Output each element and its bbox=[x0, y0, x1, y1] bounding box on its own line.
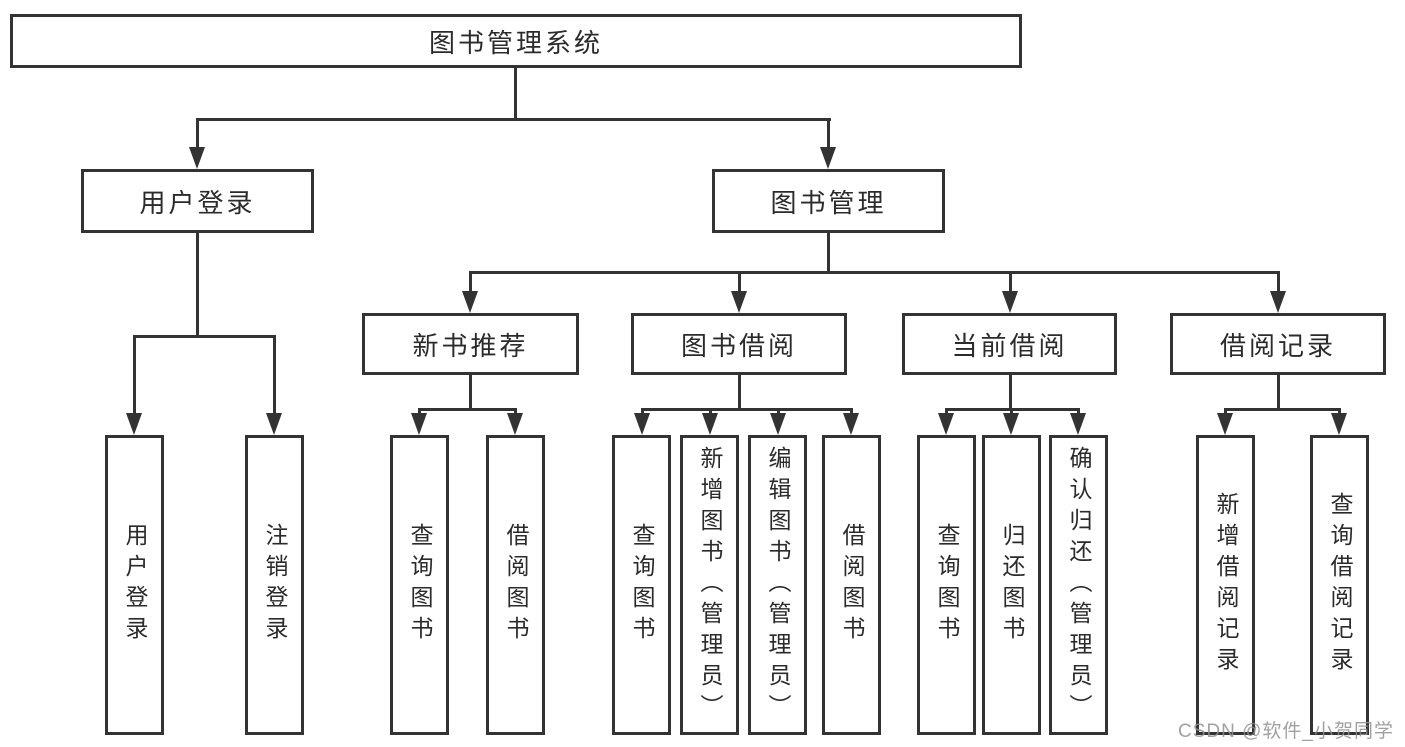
node-root-label: 图书管理系统 bbox=[428, 27, 603, 58]
arrow-down-icon bbox=[770, 413, 786, 435]
leaf-add-borrow-record-label: 新增借阅记录 bbox=[1213, 492, 1239, 678]
connector-vline bbox=[469, 271, 472, 295]
leaf-edit-book-admin-label: 编辑图书（管理员） bbox=[765, 445, 791, 725]
connector-vline bbox=[1224, 408, 1227, 416]
connector-vline bbox=[709, 408, 712, 416]
leaf-add-borrow-record: 新增借阅记录 bbox=[1196, 435, 1255, 735]
leaf-query-books-recommend: 查询图书 bbox=[390, 435, 449, 735]
leaf-query-books-current: 查询图书 bbox=[917, 435, 976, 735]
node-new-book-recommend-label: 新书推荐 bbox=[412, 330, 529, 361]
leaf-borrow-books-recommend: 借阅图书 bbox=[486, 435, 545, 735]
arrow-down-icon bbox=[507, 413, 523, 435]
leaf-logout-label: 注销登录 bbox=[262, 523, 288, 647]
leaf-borrow-books-recommend-label: 借阅图书 bbox=[503, 523, 529, 647]
arrow-down-icon bbox=[938, 413, 954, 435]
node-book-borrowing-label: 图书借阅 bbox=[680, 330, 797, 361]
leaf-add-book-admin: 新增图书（管理员） bbox=[680, 435, 739, 735]
connector-hline bbox=[418, 408, 517, 411]
node-book-management-label: 图书管理 bbox=[770, 187, 887, 218]
leaf-user-login: 用户登录 bbox=[105, 435, 164, 735]
arrow-down-icon bbox=[731, 291, 747, 313]
connector-vline bbox=[196, 118, 199, 150]
arrow-down-icon bbox=[1331, 413, 1347, 435]
connector-vline bbox=[738, 271, 741, 295]
connector-vline bbox=[133, 335, 136, 415]
connector-vline bbox=[1009, 271, 1012, 295]
node-root: 图书管理系统 bbox=[10, 14, 1022, 68]
connector-vline bbox=[1277, 373, 1280, 411]
node-book-borrowing: 图书借阅 bbox=[631, 313, 847, 375]
node-book-management: 图书管理 bbox=[712, 169, 945, 233]
connector-hline bbox=[641, 408, 852, 411]
connector-vline bbox=[469, 373, 472, 411]
leaf-confirm-return-admin-label: 确认归还（管理员） bbox=[1066, 445, 1092, 725]
leaf-logout: 注销登录 bbox=[245, 435, 304, 735]
connector-vline bbox=[196, 231, 199, 338]
connector-vline bbox=[827, 118, 830, 150]
connector-vline bbox=[1338, 408, 1341, 416]
leaf-confirm-return-admin: 确认归还（管理员） bbox=[1049, 435, 1108, 735]
node-user-login-label: 用户登录 bbox=[139, 187, 256, 218]
connector-vline bbox=[514, 408, 517, 416]
csdn-watermark: CSDN @软件_小贺同学 bbox=[1178, 721, 1394, 742]
arrow-down-icon bbox=[1270, 291, 1286, 313]
leaf-query-books-borrowing: 查询图书 bbox=[612, 435, 671, 735]
connector-vline bbox=[945, 408, 948, 416]
arrow-down-icon bbox=[843, 413, 859, 435]
arrow-down-icon bbox=[1070, 413, 1086, 435]
node-current-borrowing-label: 当前借阅 bbox=[951, 330, 1068, 361]
leaf-borrow-books-borrowing: 借阅图书 bbox=[822, 435, 881, 735]
connector-vline bbox=[514, 66, 517, 121]
arrow-down-icon bbox=[634, 413, 650, 435]
arrow-down-icon bbox=[1002, 291, 1018, 313]
arrow-down-icon bbox=[1217, 413, 1233, 435]
node-user-login: 用户登录 bbox=[81, 169, 314, 233]
connector-vline bbox=[273, 335, 276, 415]
connector-vline bbox=[1077, 408, 1080, 416]
leaf-query-books-recommend-label: 查询图书 bbox=[407, 523, 433, 647]
connector-vline bbox=[418, 408, 421, 416]
connector-vline bbox=[1009, 373, 1012, 411]
connector-vline bbox=[738, 373, 741, 411]
connector-hline bbox=[196, 118, 831, 121]
connector-vline bbox=[850, 408, 853, 416]
connector-vline bbox=[641, 408, 644, 416]
leaf-query-books-borrowing-label: 查询图书 bbox=[629, 523, 655, 647]
arrow-down-icon bbox=[266, 413, 282, 435]
connector-hline bbox=[469, 271, 1280, 274]
arrow-down-icon bbox=[1003, 413, 1019, 435]
connector-vline bbox=[1010, 408, 1013, 416]
arrow-down-icon bbox=[126, 413, 142, 435]
connector-vline bbox=[1277, 271, 1280, 295]
arrow-down-icon bbox=[702, 413, 718, 435]
node-borrow-records-label: 借阅记录 bbox=[1219, 330, 1336, 361]
arrow-down-icon bbox=[820, 147, 836, 169]
leaf-add-book-admin-label: 新增图书（管理员） bbox=[697, 445, 723, 725]
leaf-query-books-current-label: 查询图书 bbox=[934, 523, 960, 647]
arrow-down-icon bbox=[411, 413, 427, 435]
leaf-query-borrow-record: 查询借阅记录 bbox=[1310, 435, 1369, 735]
connector-vline bbox=[827, 231, 830, 274]
node-new-book-recommend: 新书推荐 bbox=[362, 313, 579, 375]
leaf-query-borrow-record-label: 查询借阅记录 bbox=[1327, 492, 1353, 678]
node-current-borrowing: 当前借阅 bbox=[902, 313, 1117, 375]
leaf-return-books: 归还图书 bbox=[982, 435, 1041, 735]
arrow-down-icon bbox=[189, 147, 205, 169]
arrow-down-icon bbox=[462, 291, 478, 313]
connector-hline bbox=[133, 335, 276, 338]
connector-hline bbox=[1224, 408, 1340, 411]
leaf-edit-book-admin: 编辑图书（管理员） bbox=[748, 435, 807, 735]
leaf-borrow-books-borrowing-label: 借阅图书 bbox=[839, 523, 865, 647]
connector-vline bbox=[777, 408, 780, 416]
leaf-return-books-label: 归还图书 bbox=[999, 523, 1025, 647]
node-borrow-records: 借阅记录 bbox=[1170, 313, 1386, 375]
leaf-user-login-label: 用户登录 bbox=[122, 523, 148, 647]
